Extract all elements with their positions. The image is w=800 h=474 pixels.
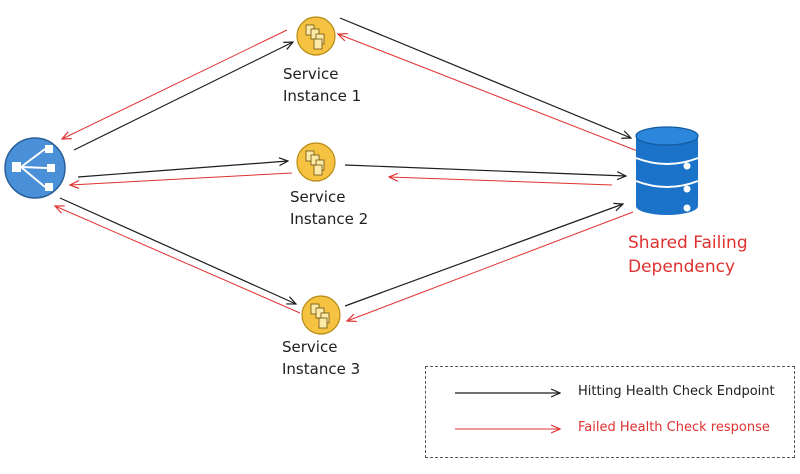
arrow-instance-3-to-dependency — [344, 204, 623, 307]
service-instance-icon — [296, 142, 336, 182]
service-instance-2-label: Service Instance 2 — [290, 186, 368, 230]
arrow-instance-1-to-dependency — [339, 17, 631, 138]
service-instance-3-label: Service Instance 3 — [282, 336, 360, 380]
dependency-label-line2: Dependency — [628, 257, 736, 277]
legend-black-label: Hitting Health Check Endpoint — [578, 384, 775, 399]
arrow-instance-2-to-dependency — [344, 164, 626, 176]
service-instance-1-line2: Instance 1 — [283, 87, 362, 105]
failure-instance-2-to-lb — [70, 172, 293, 185]
service-instance-1-label: Service Instance 1 — [283, 63, 361, 107]
failure-dependency-to-instance-1 — [338, 34, 641, 153]
service-instance-1-line1: Service — [283, 65, 339, 83]
arrow-lb-to-instance-1 — [73, 42, 293, 151]
failure-dependency-to-instance-2 — [389, 177, 613, 186]
legend — [425, 366, 795, 458]
failure-instance-1-to-lb — [62, 29, 288, 139]
dependency-label-line1: Shared Failing — [628, 233, 748, 253]
legend-red-label: Failed Health Check response — [578, 420, 770, 435]
load-balancer-icon — [4, 137, 66, 199]
failure-instance-3-to-lb — [55, 206, 301, 314]
failure-dependency-to-instance-3 — [347, 211, 634, 321]
service-instance-icon — [301, 295, 341, 335]
service-instance-3-line1: Service — [282, 338, 338, 356]
service-instance-2-line1: Service — [290, 188, 346, 206]
arrow-lb-to-instance-2 — [77, 161, 288, 178]
database-icon — [635, 126, 699, 215]
arrow-lb-to-instance-3 — [59, 197, 296, 304]
dependency-label: Shared Failing Dependency — [628, 231, 748, 279]
service-instance-icon — [296, 16, 336, 56]
service-instance-3-line2: Instance 3 — [282, 360, 361, 378]
service-instance-2-line2: Instance 2 — [290, 210, 369, 228]
